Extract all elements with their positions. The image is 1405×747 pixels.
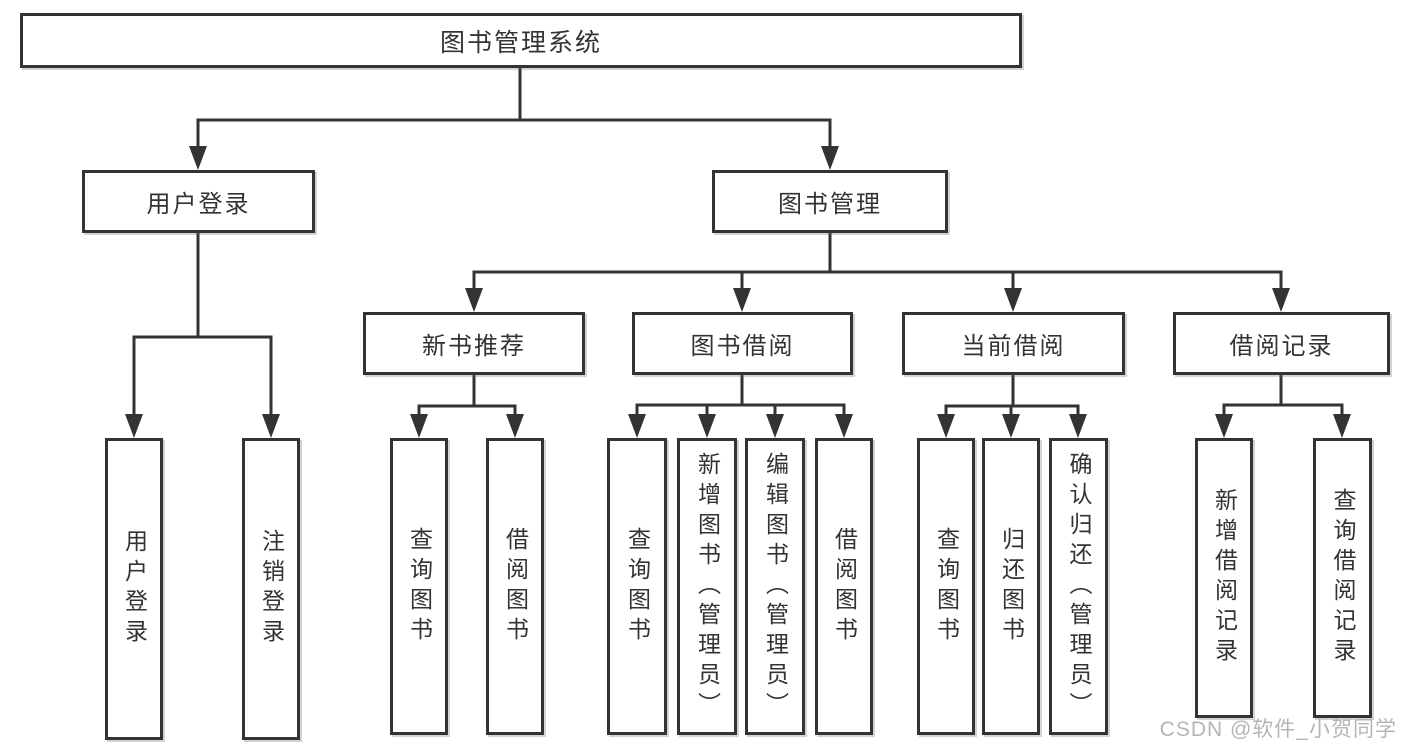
node-library-management-system-label: 图书管理系统	[439, 28, 602, 57]
leaf-nb-borrow-books-label: 借阅图书	[502, 526, 529, 647]
node-current-borrow: 当前借阅	[902, 312, 1125, 375]
leaf-cb-query-books: 查询图书	[917, 438, 975, 735]
leaf-bb-query-books-label: 查询图书	[624, 526, 651, 647]
connector-current-borrow-children	[937, 375, 1087, 438]
leaf-br-add-record: 新增借阅记录	[1195, 438, 1253, 718]
leaf-nb-query-books: 查询图书	[390, 438, 448, 735]
node-user-login: 用户登录	[82, 170, 315, 233]
leaf-cb-query-books-label: 查询图书	[933, 526, 960, 647]
leaf-br-add-record-label: 新增借阅记录	[1211, 488, 1238, 668]
leaf-br-query-record-label: 查询借阅记录	[1330, 488, 1356, 668]
node-new-book-recommend-label: 新书推荐	[422, 333, 526, 360]
node-borrow-records: 借阅记录	[1173, 312, 1390, 375]
node-library-management-system: 图书管理系统	[20, 13, 1022, 68]
node-book-borrow: 图书借阅	[632, 312, 853, 375]
node-book-borrow-label: 图书借阅	[690, 333, 795, 360]
node-book-management: 图书管理	[712, 170, 948, 233]
leaf-bb-query-books: 查询图书	[607, 438, 667, 735]
connector-user-login-children	[125, 233, 280, 438]
leaf-user-login: 用户登录	[105, 438, 163, 740]
leaf-bb-borrow-books: 借阅图书	[815, 438, 873, 735]
node-current-borrow-label: 当前借阅	[961, 333, 1066, 360]
leaf-nb-query-books-label: 查询图书	[406, 526, 433, 647]
leaf-cb-confirm-return-admin: 确认归还（管理员）	[1049, 438, 1108, 735]
connector-book-borrow-children	[628, 375, 853, 438]
node-borrow-records-label: 借阅记录	[1229, 333, 1334, 360]
leaf-logout: 注销登录	[242, 438, 300, 740]
leaf-cb-return-books: 归还图书	[982, 438, 1040, 735]
leaf-br-query-record: 查询借阅记录	[1313, 438, 1372, 718]
node-user-login-label: 用户登录	[146, 191, 251, 218]
connector-book-mgmt-children	[465, 232, 1290, 312]
leaf-logout-label: 注销登录	[258, 529, 285, 649]
connector-root-to-level1	[189, 68, 839, 170]
leaf-cb-return-books-label: 归还图书	[998, 526, 1025, 647]
node-new-book-recommend: 新书推荐	[363, 312, 585, 375]
leaf-bb-edit-books-admin-label: 编辑图书（管理员）	[762, 451, 789, 722]
leaf-user-login-label: 用户登录	[121, 529, 148, 649]
leaf-bb-borrow-books-label: 借阅图书	[831, 526, 858, 647]
connector-borrow-records-children	[1215, 375, 1351, 438]
leaf-bb-add-books-admin: 新增图书（管理员）	[677, 438, 737, 735]
csdn-watermark: CSDN @软件_小贺同学	[1159, 718, 1397, 741]
leaf-cb-confirm-return-admin-label: 确认归还（管理员）	[1066, 451, 1092, 722]
node-book-management-label: 图书管理	[778, 191, 882, 218]
connector-new-book-rec-children	[410, 375, 524, 438]
leaf-bb-edit-books-admin: 编辑图书（管理员）	[745, 438, 805, 735]
leaf-bb-add-books-admin-label: 新增图书（管理员）	[694, 451, 721, 722]
leaf-nb-borrow-books: 借阅图书	[486, 438, 544, 735]
